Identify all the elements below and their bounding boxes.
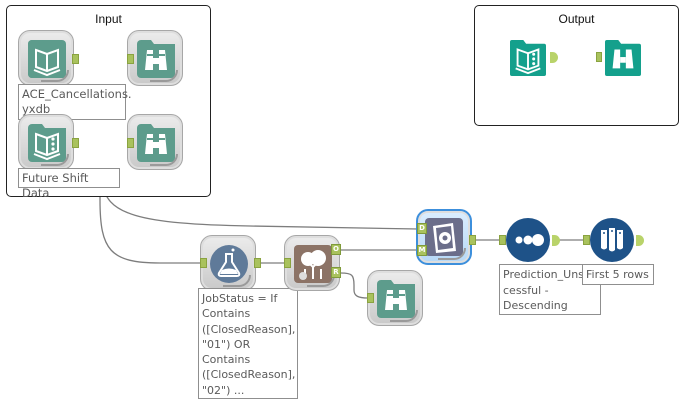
annotation-formula: JobStatus = If Contains ([ClosedReason],… <box>198 288 298 399</box>
input-anchor[interactable] <box>284 258 291 268</box>
input-anchor[interactable] <box>200 258 207 268</box>
sort-tool[interactable] <box>506 218 550 262</box>
input-anchor[interactable] <box>127 138 134 148</box>
output-anchor[interactable] <box>469 235 476 245</box>
input-anchor[interactable] <box>367 293 374 303</box>
annotation-sample: First 5 rows <box>582 264 654 285</box>
book-dots-icon <box>28 124 66 162</box>
score-tool[interactable] <box>416 209 472 265</box>
decision-tree-tool[interactable] <box>284 235 340 291</box>
output-anchor[interactable] <box>550 52 558 63</box>
output-anchor-o[interactable]: O <box>331 244 341 255</box>
container-title-output: Output <box>558 12 595 26</box>
output-anchor[interactable] <box>72 138 79 148</box>
output-anchor[interactable] <box>552 235 560 246</box>
input-anchor[interactable] <box>499 235 506 245</box>
output-anchor[interactable] <box>254 258 261 268</box>
score-icon <box>425 218 463 256</box>
output-anchor[interactable] <box>636 235 644 246</box>
input-data-tool-ace[interactable] <box>18 30 74 86</box>
binoculars-icon <box>377 280 415 318</box>
container-title-input: Input <box>95 12 122 26</box>
input-anchor-m[interactable]: M <box>417 245 427 256</box>
formula-tool[interactable] <box>200 235 256 291</box>
browse-tool-output[interactable] <box>605 40 641 76</box>
input-anchor[interactable] <box>127 54 134 64</box>
annotation-future-shift-data: Future Shift Data <box>18 168 120 200</box>
input-anchor[interactable] <box>596 52 602 62</box>
binoculars-icon <box>137 40 175 78</box>
connection-tree-r-to-browse <box>340 272 369 299</box>
input-anchor[interactable] <box>583 235 590 245</box>
book-icon <box>28 40 66 78</box>
container-output[interactable]: Output <box>474 5 679 126</box>
dots-icon <box>515 234 544 246</box>
browse-tool-tree-report[interactable] <box>367 270 423 326</box>
flask-icon <box>210 245 248 283</box>
annotation-ace-cancellations: ACE_Cancellations. yxdb <box>18 84 132 120</box>
input-anchor-d[interactable]: D <box>417 223 427 234</box>
test-tubes-icon <box>601 228 623 252</box>
sample-tool[interactable] <box>590 218 634 262</box>
output-anchor-r[interactable]: R <box>331 267 341 278</box>
input-data-tool-future-shift[interactable] <box>18 114 74 170</box>
input-data-tool-output[interactable] <box>510 40 546 76</box>
binoculars-icon <box>137 124 175 162</box>
tree-icon <box>294 245 332 283</box>
browse-tool-ace[interactable] <box>127 30 183 86</box>
output-anchor[interactable] <box>72 54 79 64</box>
browse-tool-future[interactable] <box>127 114 183 170</box>
